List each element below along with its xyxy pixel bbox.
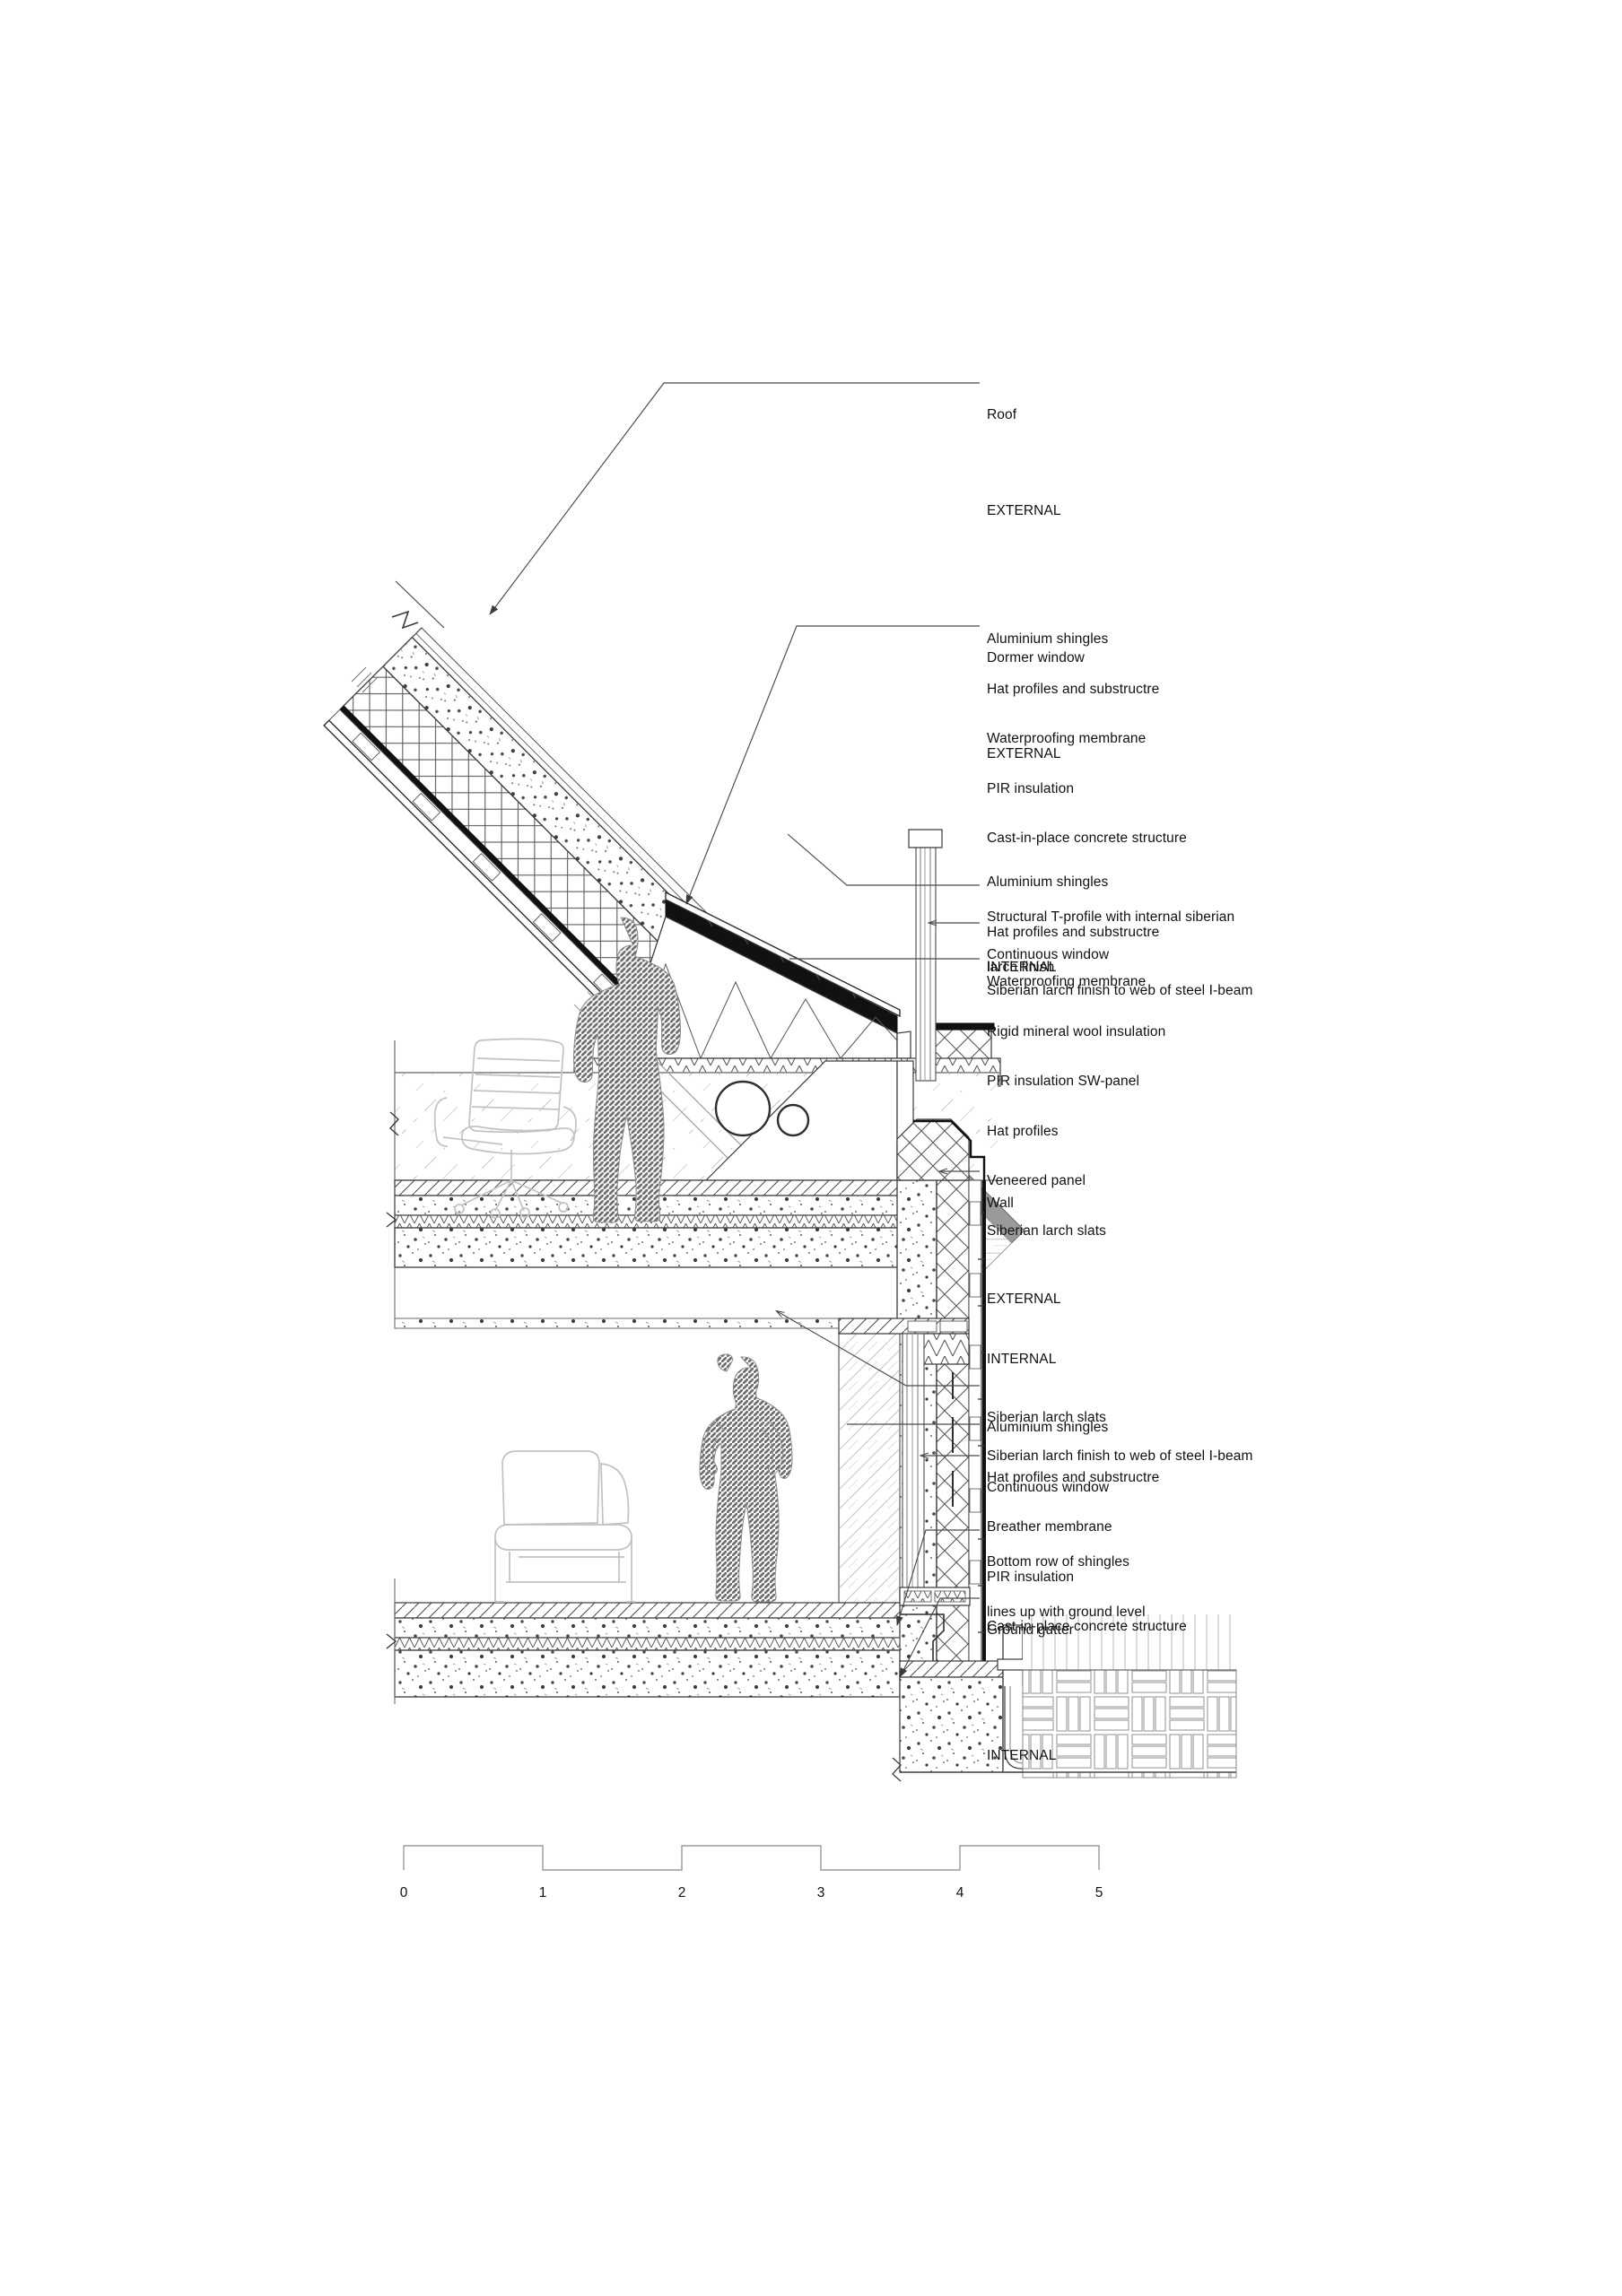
- annotation-continuous-window-lower: Continuous window: [987, 1480, 1110, 1495]
- lower-continuous-window: [902, 1333, 925, 1604]
- annotation-t-profile: Structural T-profile with internal siber…: [987, 876, 1234, 1009]
- furniture-office-chair: [433, 1038, 577, 1219]
- scale-tick-2: 2: [677, 1885, 686, 1900]
- annotation-wall-layers: Aluminium shingles Hat profiles and subs…: [987, 1420, 1187, 1634]
- annotation-t-profile-line1: Structural T-profile with internal siber…: [987, 909, 1235, 925]
- annotation-dormer-title: Dormer window: [987, 650, 1085, 665]
- scale-tick-3: 3: [816, 1885, 825, 1900]
- scale-tick-0: 0: [399, 1885, 408, 1900]
- annotation-ibeam-upper: Siberian larch finish to web of steel I-…: [987, 983, 1253, 998]
- scale-bar: [403, 1845, 1100, 1871]
- scale-tick-4: 4: [955, 1885, 964, 1900]
- scale-tick-5: 5: [1094, 1885, 1103, 1900]
- dormer-assembly: [618, 891, 995, 1068]
- annotation-wall-title: Wall: [987, 1196, 1014, 1211]
- annotation-wall-external: EXTERNAL: [987, 1291, 1061, 1307]
- scale-tick-1: 1: [538, 1885, 547, 1900]
- annotation-wall: Wall EXTERNAL Aluminium shingles Hat pro…: [987, 1162, 1187, 1797]
- annotation-roof-external: EXTERNAL: [987, 502, 1061, 518]
- annotation-wall-internal: INTERNAL: [987, 1747, 1057, 1763]
- annotation-ground-gutter: Ground gutter: [987, 1622, 1074, 1638]
- annotation-t-profile-line2: larch finish: [987, 959, 1055, 975]
- annotation-ibeam-lower: Siberian larch finish to web of steel I-…: [987, 1448, 1253, 1464]
- annotation-shingles-note-line1: Bottom row of shingles: [987, 1554, 1129, 1570]
- wall-head: [896, 1118, 986, 1181]
- annotation-roof-layers: Aluminium shingles Hat profiles and subs…: [987, 631, 1187, 846]
- annotation-continuous-window-upper: Continuous window: [987, 947, 1110, 962]
- ground-floor-slab: [386, 1578, 971, 1704]
- lower-window-zone: [838, 1318, 970, 1604]
- ground-detail: [892, 1613, 1237, 1782]
- upper-continuous-window: [915, 842, 937, 1082]
- figure-standing-man: [572, 917, 681, 1223]
- annotation-roof: Roof EXTERNAL Aluminium shingles Hat pro…: [987, 374, 1187, 1009]
- furniture-armchair: [494, 1450, 635, 1603]
- annotation-shingles-note-line2: lines up with ground level: [987, 1604, 1146, 1620]
- figure-standing-woman: [699, 1353, 793, 1603]
- leader-lines: [489, 382, 980, 1678]
- annotation-dormer: Dormer window EXTERNAL Aluminium shingle…: [987, 617, 1165, 1402]
- annotation-larch-slats: Siberian larch slats: [987, 1410, 1106, 1425]
- annotation-roof-internal: INTERNAL: [987, 959, 1057, 975]
- annotation-roof-title: Roof: [987, 407, 1017, 422]
- annotation-dormer-external: EXTERNAL: [987, 745, 1061, 761]
- annotation-dormer-internal: INTERNAL: [987, 1352, 1057, 1367]
- annotation-dormer-layers: Aluminium shingles Hat profiles and subs…: [987, 874, 1166, 1239]
- annotation-shingles-note: Bottom row of shingles lines up with gro…: [987, 1521, 1146, 1654]
